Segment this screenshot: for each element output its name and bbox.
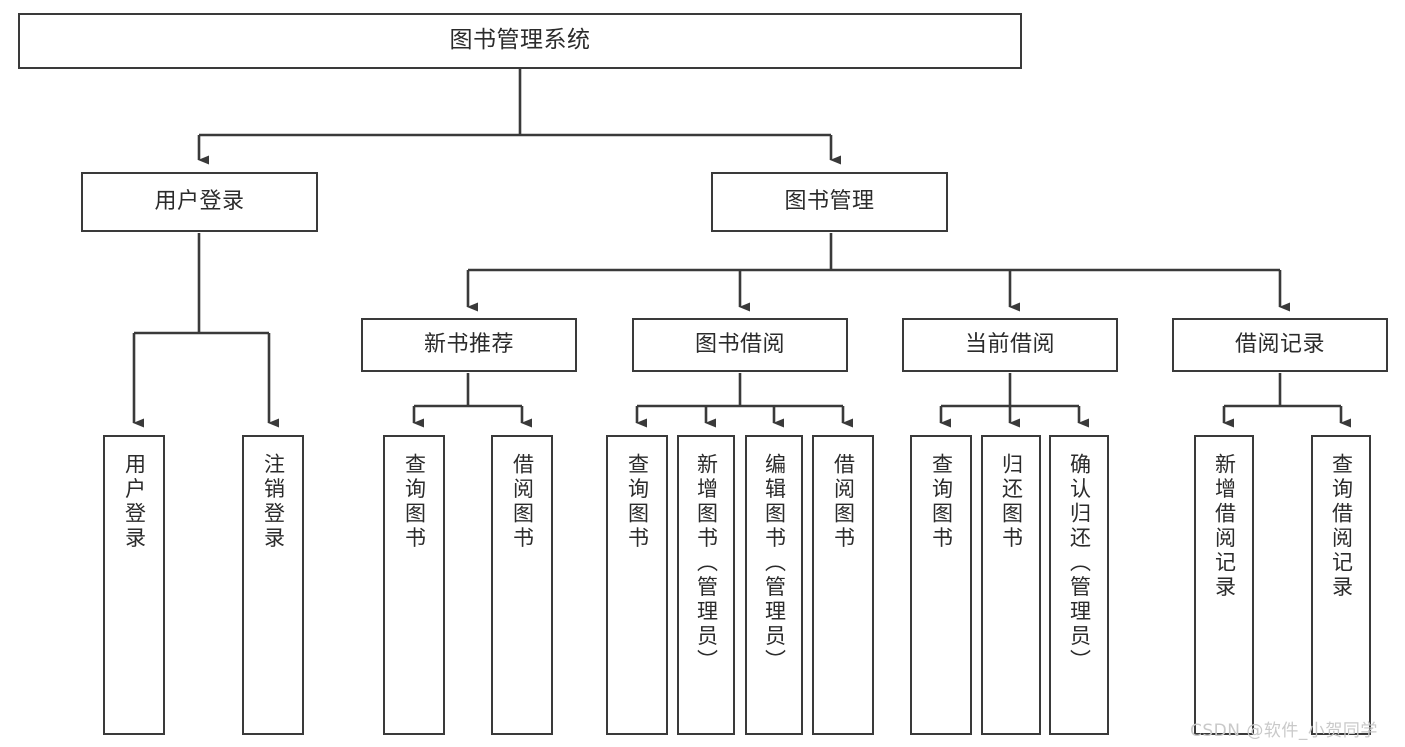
node-borrow-record[interactable]: 借阅记录 — [1172, 318, 1388, 372]
node-leaf-query-book-2[interactable]: 查询图书 — [606, 435, 668, 735]
node-leaf-user-login-label: 用户登录 — [122, 453, 147, 551]
node-leaf-add-book-label: 新增图书（管理员） — [694, 453, 719, 674]
node-leaf-query-record[interactable]: 查询借阅记录 — [1311, 435, 1371, 735]
node-leaf-query-book-2-label: 查询图书 — [625, 453, 650, 551]
node-current-borrow-label: 当前借阅 — [964, 332, 1055, 358]
node-new-book-rec-label: 新书推荐 — [423, 332, 514, 358]
node-leaf-logout-label: 注销登录 — [261, 453, 286, 551]
node-user-login-label: 用户登录 — [154, 189, 245, 215]
node-leaf-add-record-label: 新增借阅记录 — [1212, 453, 1237, 600]
node-new-book-rec[interactable]: 新书推荐 — [361, 318, 577, 372]
node-leaf-return-book[interactable]: 归还图书 — [981, 435, 1041, 735]
node-book-borrow-label: 图书借阅 — [694, 332, 785, 358]
node-root-label: 图书管理系统 — [449, 27, 591, 54]
node-user-login[interactable]: 用户登录 — [81, 172, 318, 232]
node-leaf-edit-book[interactable]: 编辑图书（管理员） — [745, 435, 803, 735]
node-leaf-query-book-1[interactable]: 查询图书 — [383, 435, 445, 735]
node-leaf-confirm-return-label: 确认归还（管理员） — [1067, 453, 1092, 674]
node-leaf-borrow-book-2[interactable]: 借阅图书 — [812, 435, 874, 735]
node-book-manage-label: 图书管理 — [784, 189, 875, 215]
node-current-borrow[interactable]: 当前借阅 — [902, 318, 1118, 372]
node-book-manage[interactable]: 图书管理 — [711, 172, 948, 232]
node-leaf-query-book-3[interactable]: 查询图书 — [910, 435, 972, 735]
node-leaf-borrow-book-1-label: 借阅图书 — [510, 453, 535, 551]
node-leaf-return-book-label: 归还图书 — [999, 453, 1024, 551]
node-leaf-confirm-return[interactable]: 确认归还（管理员） — [1049, 435, 1109, 735]
node-leaf-add-book[interactable]: 新增图书（管理员） — [677, 435, 735, 735]
csdn-watermark: CSDN @软件_小贺同学 — [1190, 721, 1378, 741]
node-leaf-borrow-book-2-label: 借阅图书 — [831, 453, 856, 551]
node-leaf-query-record-label: 查询借阅记录 — [1329, 453, 1354, 600]
node-leaf-borrow-book-1[interactable]: 借阅图书 — [491, 435, 553, 735]
node-leaf-edit-book-label: 编辑图书（管理员） — [762, 453, 787, 674]
node-leaf-add-record[interactable]: 新增借阅记录 — [1194, 435, 1254, 735]
node-root[interactable]: 图书管理系统 — [18, 13, 1022, 69]
node-leaf-query-book-3-label: 查询图书 — [929, 453, 954, 551]
node-borrow-record-label: 借阅记录 — [1234, 332, 1325, 358]
node-book-borrow[interactable]: 图书借阅 — [632, 318, 848, 372]
node-leaf-query-book-1-label: 查询图书 — [402, 453, 427, 551]
node-leaf-user-login[interactable]: 用户登录 — [103, 435, 165, 735]
node-leaf-logout[interactable]: 注销登录 — [242, 435, 304, 735]
